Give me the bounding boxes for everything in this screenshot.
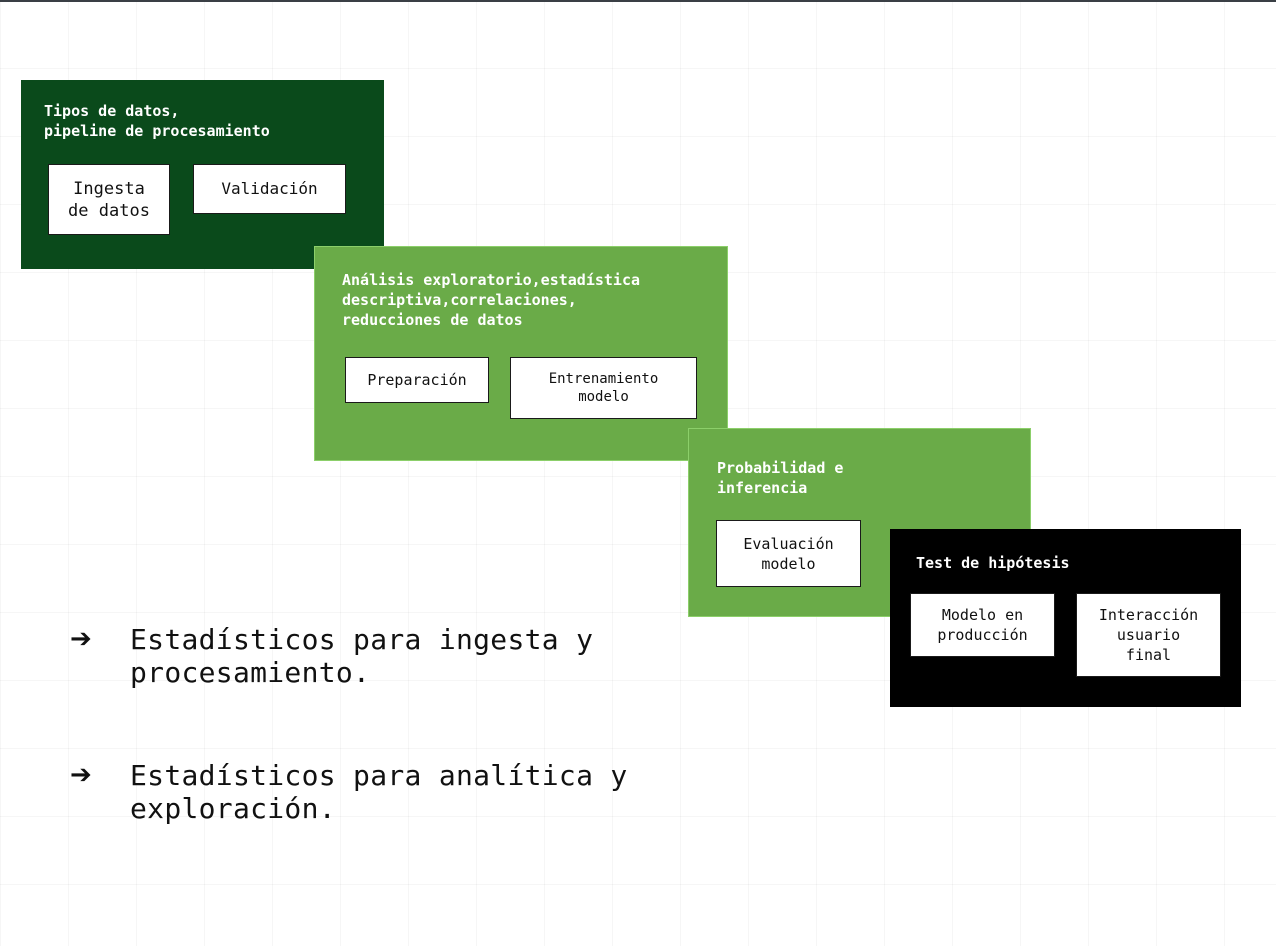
bullet-text: Estadísticos para analítica y exploració… [130,759,628,825]
box-end-user-interaction: Interacción usuario final [1076,593,1221,677]
bullet-item: ➔ Estadísticos para ingesta y procesamie… [70,623,593,689]
arrow-right-icon: ➔ [70,624,92,654]
stage-title: Probabilidad e inferencia [717,459,844,497]
stage-probability-inference: Probabilidad e inferencia Evaluación mod… [688,428,1031,617]
bullet-item: ➔ Estadísticos para analítica y explorac… [70,759,628,825]
box-model-in-production: Modelo en producción [910,593,1055,657]
box-model-training: Entrenamiento modelo [510,357,697,419]
stage-data-types: Tipos de datos, pipeline de procesamient… [21,80,384,269]
bullet-text: Estadísticos para ingesta y procesamient… [130,623,594,689]
stage-title: Análisis exploratorio,estadística descri… [342,271,641,329]
stage-exploratory-analysis: Análisis exploratorio,estadística descri… [314,246,728,461]
top-border [0,0,1276,2]
stage-title: Tipos de datos, pipeline de procesamient… [44,102,270,140]
stage-title: Test de hipótesis [916,554,1070,572]
box-validation: Validación [193,164,346,214]
box-data-ingestion: Ingesta de datos [48,164,170,235]
stage-hypothesis-testing: Test de hipótesis Modelo en producción I… [890,529,1241,707]
box-model-evaluation: Evaluación modelo [716,520,861,587]
arrow-right-icon: ➔ [70,760,92,790]
box-preparation: Preparación [345,357,489,403]
